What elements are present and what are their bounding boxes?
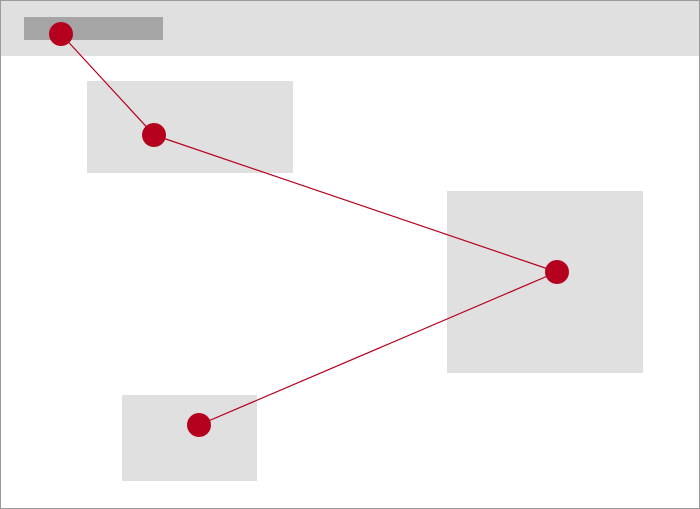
- path-points: [49, 22, 569, 437]
- path-point-block-c: [187, 413, 211, 437]
- content-block-b: [447, 191, 643, 373]
- path-segment: [60, 33, 155, 136]
- path-lines: [60, 33, 558, 426]
- path-point-header: [49, 22, 73, 46]
- path-point-block-a: [142, 123, 166, 147]
- path-point-block-b: [545, 260, 569, 284]
- header-region: [1, 1, 699, 56]
- path-segment: [198, 271, 558, 426]
- path-segment: [153, 134, 558, 273]
- content-block-a: [87, 81, 293, 173]
